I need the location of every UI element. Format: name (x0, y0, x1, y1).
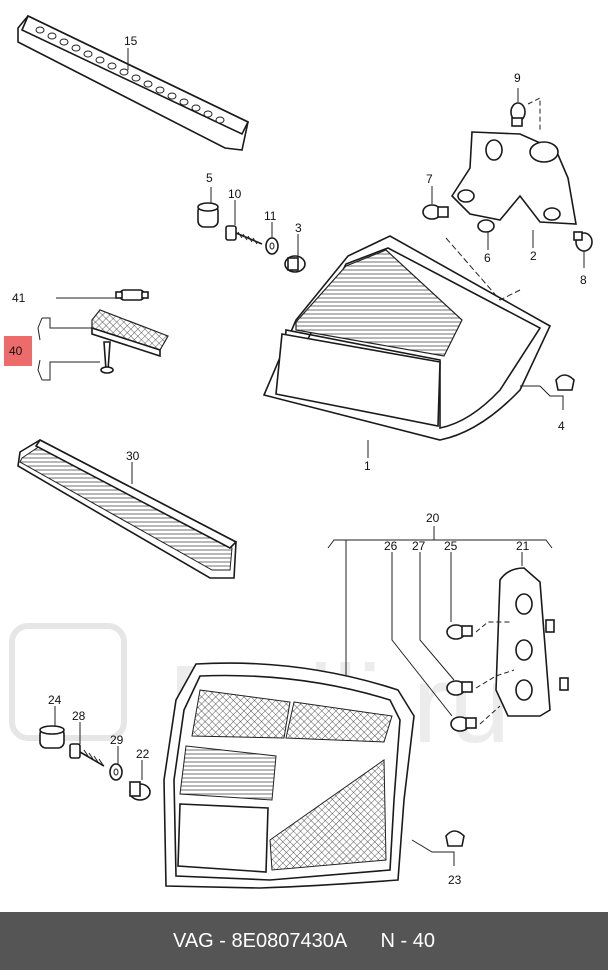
label-15: 15 (124, 34, 138, 48)
footer-brand: VAG (172, 929, 214, 952)
part-25-bulb (446, 624, 473, 640)
highlight-40 (4, 336, 32, 366)
part-8-bulb (573, 231, 593, 252)
diagram-canvas: Rulli.ru 15 5 10 11 (4, 14, 593, 889)
part-15-brake-light-strip (17, 14, 250, 151)
part-30-lamp-strip (17, 438, 238, 579)
label-10: 10 (228, 187, 242, 201)
label-26: 26 (384, 539, 398, 553)
part-21-bulb-holder (495, 567, 569, 717)
label-24: 24 (48, 693, 62, 707)
label-40: 40 (9, 344, 23, 358)
label-29: 29 (110, 733, 124, 747)
label-22: 22 (136, 747, 150, 761)
label-7: 7 (426, 172, 433, 186)
label-6: 6 (484, 251, 491, 265)
footer-page: N - 40 (380, 929, 436, 952)
label-4: 4 (558, 419, 565, 433)
part-41-festoon-bulb (115, 289, 149, 301)
label-23: 23 (448, 873, 462, 887)
part-26-bulb (450, 716, 477, 732)
part-22-grommet (129, 781, 151, 801)
part-6-bulb (477, 219, 495, 233)
part-29-washer (109, 763, 123, 781)
label-11: 11 (264, 209, 277, 223)
label-5: 5 (206, 171, 213, 185)
part-24-nut (39, 725, 65, 749)
part-9-bulb (510, 102, 526, 127)
part-5-nut (197, 202, 219, 228)
footer-separator: - (213, 929, 232, 952)
part-4-clip (555, 374, 575, 391)
footer-part-number: 8E0807430A (231, 929, 348, 952)
label-27: 27 (412, 539, 426, 553)
part-40-lamp-housing (91, 309, 169, 358)
footer-bar: VAG - 8E0807430A N - 40 (0, 912, 608, 970)
label-2: 2 (530, 249, 537, 263)
label-20: 20 (426, 511, 440, 525)
label-1: 1 (364, 459, 371, 473)
label-25: 25 (444, 539, 458, 553)
part-7-bulb (422, 204, 449, 220)
part-23-clip (445, 830, 465, 847)
part-11-washer (265, 237, 279, 255)
footer-spacer (347, 930, 380, 953)
part-1-tail-lamp (262, 235, 552, 441)
label-41: 41 (12, 291, 26, 305)
part-10-bolt (225, 225, 263, 245)
part-3-grommet (284, 255, 306, 273)
part-40-screw (100, 341, 114, 374)
label-9: 9 (514, 71, 521, 85)
part-28-bolt (69, 743, 105, 767)
label-30: 30 (126, 449, 140, 463)
label-8: 8 (580, 273, 587, 287)
part-27-bulb (446, 680, 473, 696)
label-28: 28 (72, 709, 86, 723)
exploded-parts-diagram: Rulli.ru 15 5 10 11 (4, 14, 593, 889)
label-21: 21 (516, 539, 530, 553)
label-3: 3 (295, 221, 302, 235)
led-holes (35, 26, 225, 124)
part-20-lamp-lens (163, 662, 415, 889)
part-2-bulb-holder (450, 131, 577, 225)
